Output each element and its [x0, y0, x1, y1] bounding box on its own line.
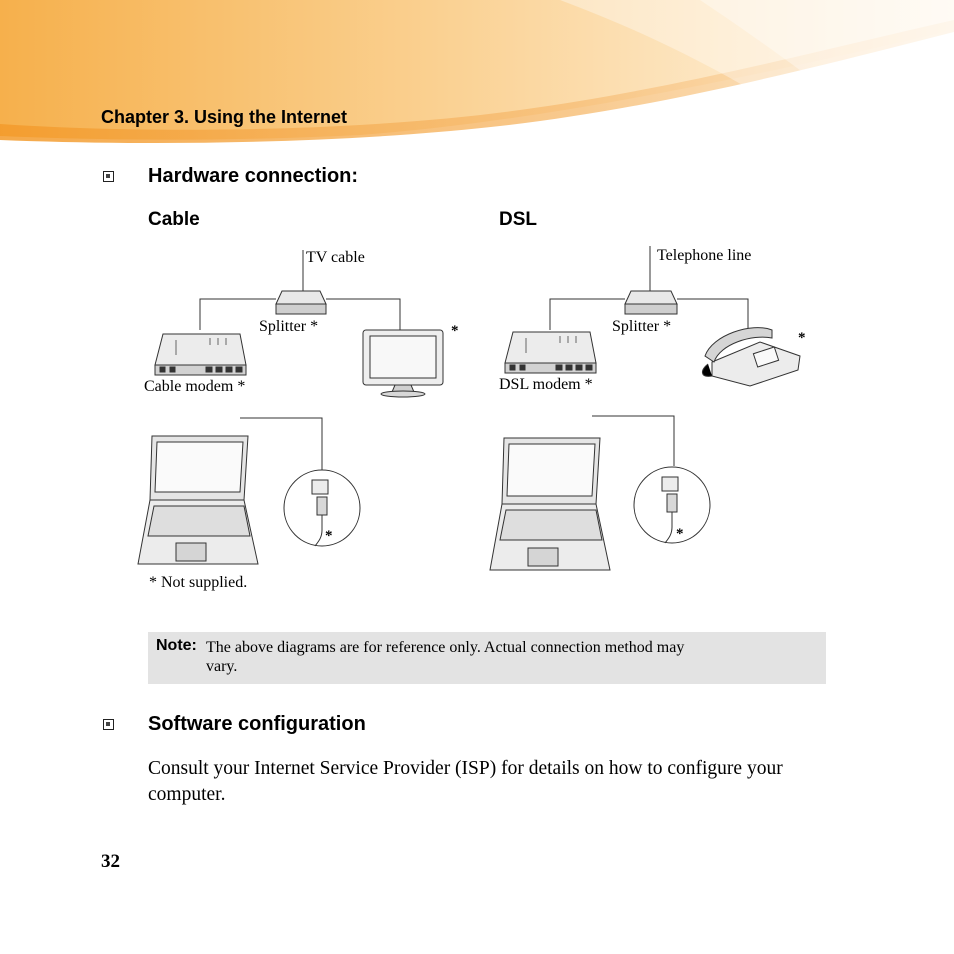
note-text-line1: The above diagrams are for reference onl…	[206, 639, 685, 656]
dsl-modem-to-laptop-line	[592, 415, 675, 466]
tv-not-supplied-star: *	[451, 323, 459, 339]
dsl-title: DSL	[499, 209, 537, 230]
note-text-line2: vary.	[206, 658, 238, 675]
dsl-splitter-icon	[624, 290, 678, 315]
telephone-icon	[702, 327, 801, 387]
cable-laptop-icon	[137, 435, 259, 565]
dsl-laptop-icon	[489, 437, 611, 571]
not-supplied-footnote: * Not supplied.	[149, 574, 248, 591]
bullet-square-icon	[103, 171, 114, 182]
dsl-modem-icon	[504, 331, 597, 374]
dsl-splitter-to-phone-line	[677, 298, 749, 330]
cable-splitter-icon	[275, 290, 327, 315]
tv-cable-label: TV cable	[306, 249, 365, 266]
cable-ethernet-port-callout-icon	[283, 469, 361, 547]
software-body-text: Consult your Internet Service Provider (…	[148, 758, 783, 805]
dsl-modem-label: DSL modem *	[499, 376, 593, 393]
header-band	[0, 0, 954, 144]
note-label: Note:	[156, 637, 197, 654]
software-heading: Software configuration	[148, 713, 366, 735]
cable-title: Cable	[148, 209, 200, 230]
bullet-square-icon	[103, 719, 114, 730]
note-box	[148, 632, 826, 684]
cable-splitter-to-modem-line	[199, 298, 276, 330]
phone-not-supplied-star: *	[798, 330, 806, 346]
dsl-splitter-to-modem-line	[549, 298, 625, 330]
telephone-line-label: Telephone line	[657, 247, 752, 264]
cable-splitter-to-tv-line	[326, 298, 401, 330]
cable-modem-label: Cable modem *	[144, 378, 246, 395]
cable-modem-to-laptop-line	[240, 417, 323, 470]
dsl-splitter-label: Splitter *	[612, 318, 672, 335]
cable-modem-icon	[154, 333, 247, 376]
dsl-ethernet-star: *	[676, 526, 684, 542]
tv-monitor-icon	[362, 329, 444, 398]
hardware-heading: Hardware connection:	[148, 165, 359, 187]
cable-splitter-label: Splitter *	[259, 318, 319, 335]
page-number: 32	[101, 851, 120, 872]
dsl-ethernet-port-callout-icon	[633, 466, 711, 544]
chapter-title: Chapter 3. Using the Internet	[101, 107, 348, 127]
cable-ethernet-star: *	[325, 528, 333, 544]
